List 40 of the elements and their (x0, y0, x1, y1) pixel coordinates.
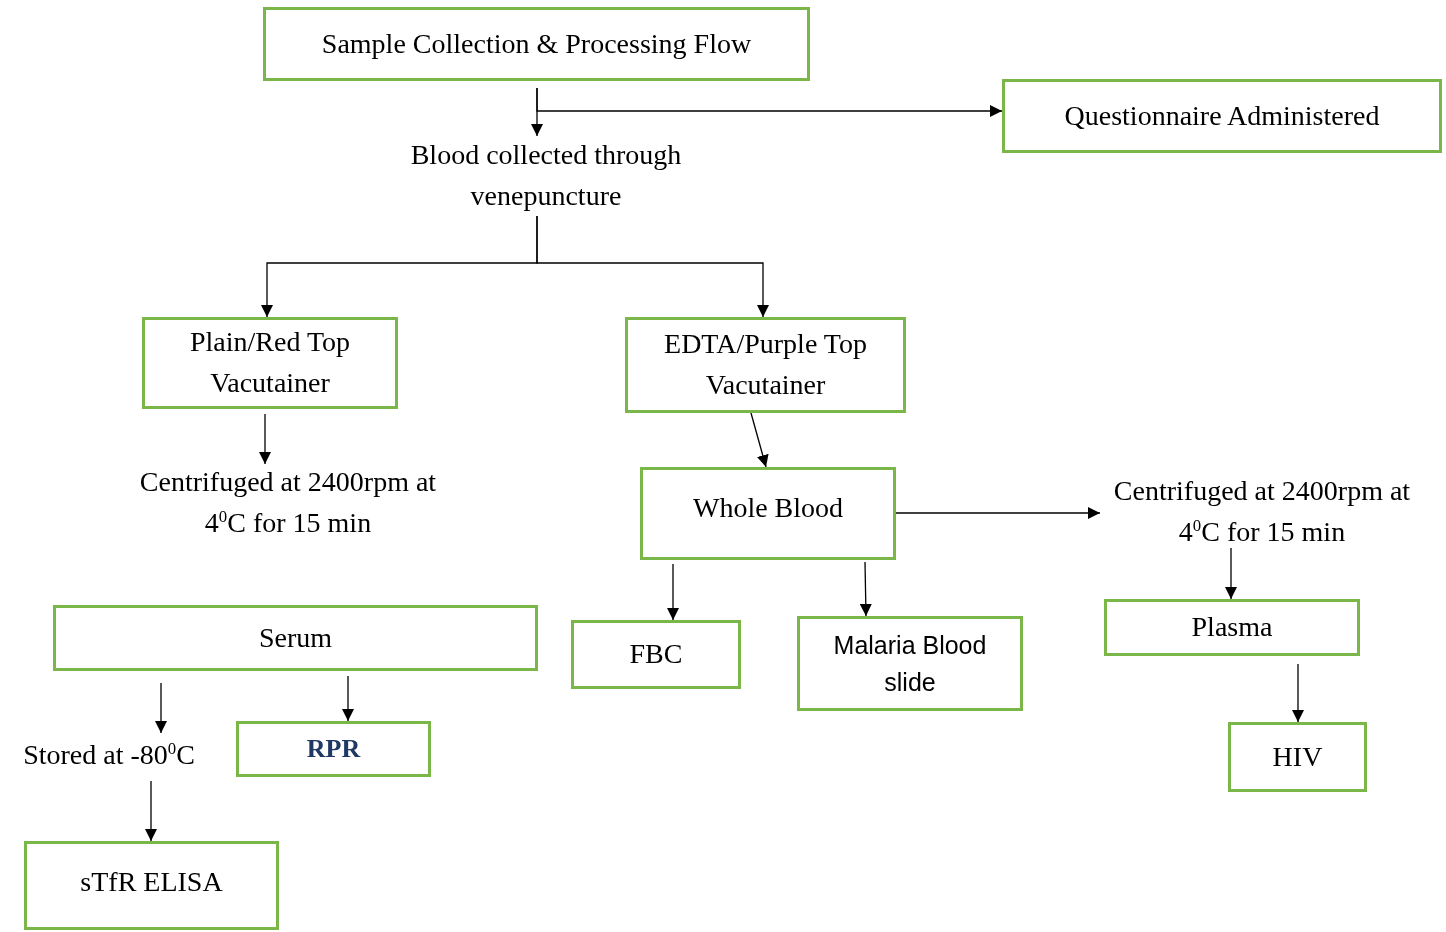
process-box (236, 721, 431, 777)
arrow (1225, 547, 1237, 600)
arrow (536, 215, 769, 318)
box-label: Malaria Blood slide (832, 630, 988, 698)
arrow (155, 682, 167, 734)
arrow (859, 561, 872, 617)
box-label: Plain/Red Top Vacutainer (188, 325, 352, 400)
box-label: FBC (629, 637, 683, 672)
box-label: EDTA/Purple Top Vacutainer (663, 327, 868, 402)
box-label: sTfR ELISA (80, 865, 223, 899)
box-label: RPR (306, 733, 361, 766)
arrow (145, 780, 157, 842)
process-box (1228, 722, 1367, 792)
process-box (625, 317, 906, 413)
arrow (536, 87, 1003, 117)
process-box (1104, 599, 1360, 656)
step-text: Stored at -80$^{0}$C (23, 737, 195, 772)
arrow (342, 675, 354, 722)
arrow (667, 563, 679, 621)
arrow (750, 412, 769, 468)
process-box (1002, 79, 1442, 153)
box-label: Serum (258, 620, 333, 655)
process-box (263, 7, 810, 81)
step-text: Blood collected through venepuncture (409, 138, 683, 213)
arrow (259, 413, 271, 465)
process-box (24, 841, 279, 930)
step-text: Centrifuged at 2400rpm at 4$^{0}$C for 15 min (1112, 474, 1412, 549)
box-label: Sample Collection & Processing Flow (321, 26, 752, 61)
process-box (53, 605, 538, 671)
box-label: Plasma (1191, 610, 1273, 645)
process-box (142, 317, 398, 409)
process-box (797, 616, 1023, 711)
arrow (1292, 663, 1304, 723)
process-box (640, 467, 896, 560)
step-text: Centrifuged at 2400rpm at 4$^{0}$C for 15 min (138, 465, 438, 540)
arrow (895, 507, 1101, 519)
box-label: HIV (1272, 739, 1323, 774)
box-label: Whole Blood (692, 491, 844, 525)
process-box (571, 620, 741, 689)
box-label: Questionnaire Administered (1064, 98, 1380, 133)
